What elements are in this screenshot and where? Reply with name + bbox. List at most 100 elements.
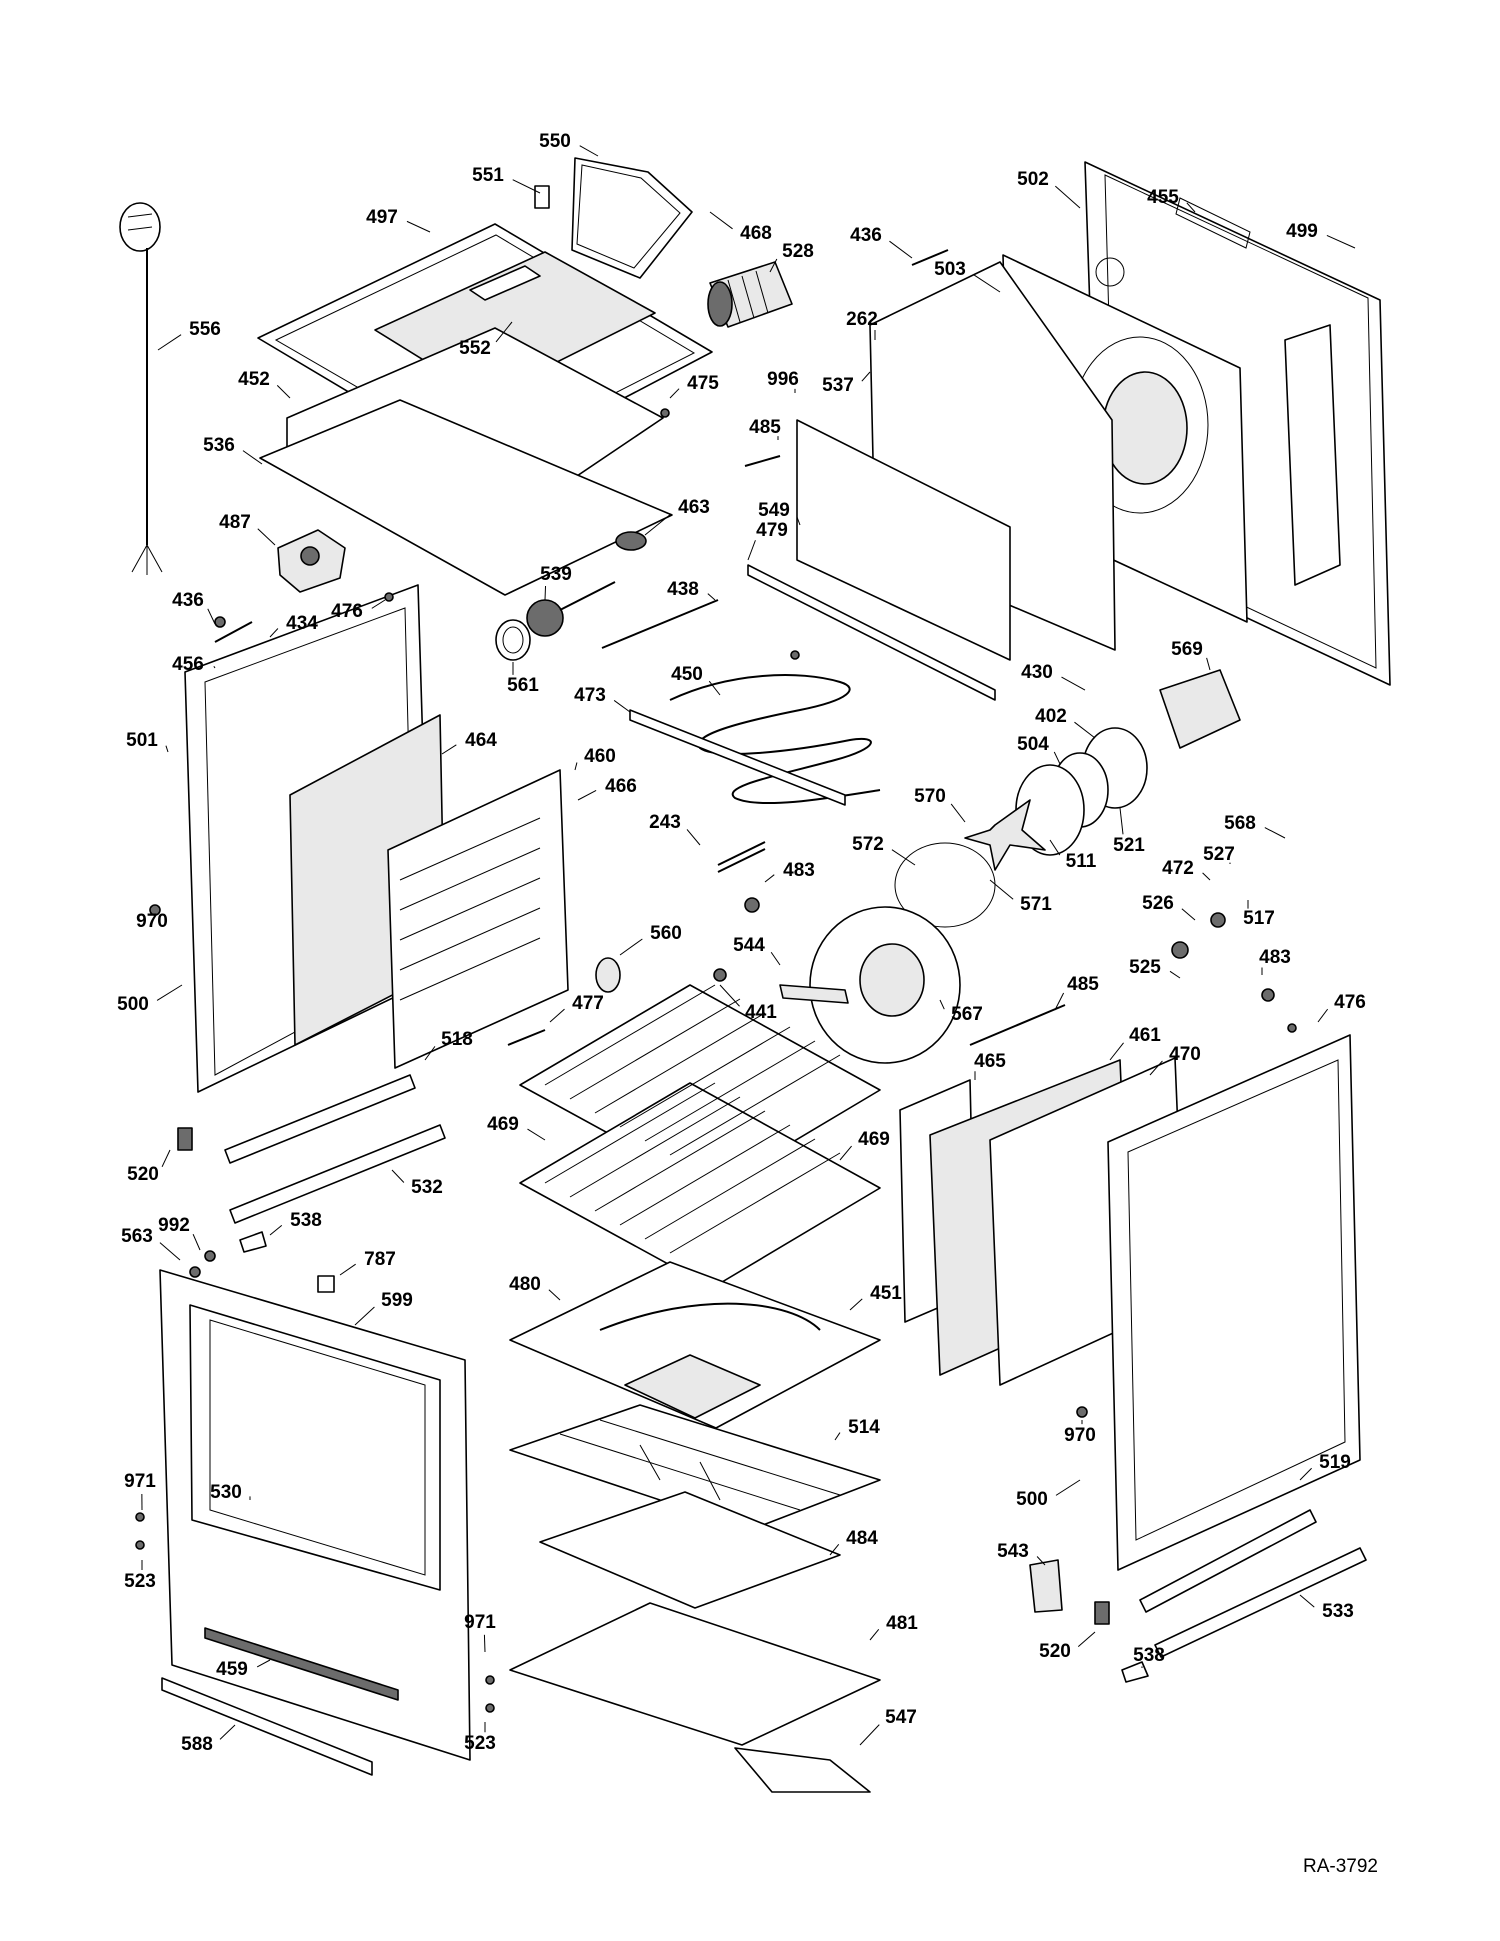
callout-fan-baffle: 567 [939, 999, 983, 1025]
callout-broiler-grid: 514 [834, 1417, 880, 1441]
callout-vent-clip: 551 [472, 165, 541, 194]
callout-fan-nut: 511 [1049, 839, 1097, 872]
part-number-cooling-fan-motor: 528 [782, 241, 814, 262]
callout-switch-lever: 517 [1243, 900, 1275, 929]
part-number-leg-pad-left: 538 [290, 1210, 322, 1231]
leader-line-hinge-clip-right [1317, 1008, 1329, 1023]
callout-screw-right-970: 970 [1064, 1420, 1096, 1446]
callout-drawer-slide-right: 519 [1299, 1452, 1351, 1481]
leader-line-back-panel-bracket [1186, 202, 1196, 213]
leader-line-kick-panel [219, 1724, 236, 1740]
bottom-tray-drawing [539, 1491, 841, 1609]
callout-screw-mount: 434 [269, 613, 318, 638]
part-number-screw-side: 456 [172, 654, 204, 675]
leader-line-leveling-leg-left [161, 1149, 171, 1168]
part-number-oven-rack-upper: 469 [487, 1114, 519, 1135]
callout-screw: 996 [767, 369, 799, 393]
part-number-fan-blade-plate: 402 [1035, 706, 1067, 727]
right-side-panel-drawing [1107, 1034, 1361, 1571]
leader-line-broiler-grid [834, 1432, 841, 1441]
callout-clip-523-lower: 523 [464, 1722, 496, 1754]
leader-line-bottom-tray [829, 1544, 840, 1556]
callout-clip-523-upper: 523 [124, 1560, 156, 1592]
front-frame-drawing [159, 1269, 471, 1761]
part-number-harness-bracket: 430 [1021, 662, 1053, 683]
leader-line-back-panel-left-side [1055, 185, 1081, 209]
leader-line-heat-deflector [747, 540, 756, 561]
part-number-clip-523-upper: 523 [124, 1571, 156, 1592]
part-number-rack-stop: 483 [783, 860, 815, 881]
callout-bake-element: 450 [671, 664, 721, 696]
callout-top-vent-trim: 550 [539, 131, 599, 157]
broiler-pan-drawing [509, 1261, 881, 1429]
leader-line-right-side-insulation [1149, 1060, 1163, 1076]
callout-door-gasket: 530 [210, 1482, 251, 1503]
part-number-switch-lever: 517 [1243, 908, 1275, 929]
callout-bottom-pan: 481 [869, 1613, 918, 1641]
leg-right-drawing [1094, 1601, 1110, 1625]
part-number-door-gasket: 530 [210, 1482, 242, 1503]
callout-leveling-leg-right: 520 [1039, 1631, 1096, 1662]
part-number-bottom-pan: 481 [886, 1613, 918, 1634]
rack-support-drawing [629, 709, 846, 806]
callout-back-wrapper: 549 [758, 500, 801, 526]
part-number-bottom-tray: 484 [846, 1528, 878, 1549]
leg-left-drawing [177, 1127, 193, 1151]
callout-side-panel-right: 500 [1016, 1479, 1081, 1510]
leader-line-vent-grate [770, 951, 781, 966]
leader-line-broiler-pan [548, 1289, 561, 1301]
leader-line-convection-fan-blade [950, 803, 966, 823]
callout-broiler-pan: 480 [509, 1274, 561, 1301]
callout-top-insulation-panel: 552 [459, 321, 513, 359]
callout-oven-rack-lower: 469 [839, 1129, 890, 1161]
leader-line-screw-mount [269, 628, 279, 638]
callout-harness-bracket: 430 [1021, 662, 1086, 691]
leader-line-drawer-slide-rail-right [1299, 1594, 1315, 1608]
part-number-motor-plate: 521 [1113, 835, 1145, 856]
part-number-insulation-block: 452 [238, 369, 270, 390]
leader-line-bracket-pair [709, 211, 733, 230]
part-number-insulation-blanket: 262 [846, 309, 878, 330]
leader-line-convection-element [686, 829, 701, 846]
leader-line-screw-992 [192, 1233, 201, 1251]
part-number-door-lock-motor: 487 [219, 512, 251, 533]
leader-line-switch-bracket [1202, 872, 1211, 881]
leader-line-terminal-block [1206, 657, 1211, 671]
callout-cooktop-main-top: 497 [366, 207, 431, 233]
vent-grate-drawing [779, 984, 849, 1004]
part-number-heat-deflector: 479 [756, 520, 788, 541]
callout-bracket-pair: 468 [709, 211, 772, 244]
leader-line-vent-strip [256, 1659, 271, 1668]
part-number-temperature-sensor: 438 [667, 579, 699, 600]
part-number-element-bracket: 571 [1020, 894, 1052, 915]
leader-line-fan-nut [1049, 839, 1061, 856]
part-number-back-panel-bracket: 455 [1147, 187, 1179, 208]
back-wrapper-drawing [796, 419, 1011, 661]
part-number-top-insulation-panel: 552 [459, 338, 491, 359]
callout-light-socket: 539 [540, 564, 572, 601]
part-number-drawer-slide-rail-left: 532 [411, 1177, 443, 1198]
fan-motor-drawing [707, 261, 793, 328]
callout-back-panel: 499 [1286, 221, 1356, 249]
callout-vent-grate: 544 [733, 935, 781, 966]
part-number-back-panel: 499 [1286, 221, 1318, 242]
callout-screw-side: 456 [172, 654, 216, 675]
leader-line-clip-971-lower [483, 1634, 486, 1653]
leader-line-light-socket [544, 585, 547, 601]
cap-drawing [615, 531, 647, 551]
part-number-bracket-pair: 468 [740, 223, 772, 244]
part-number-side-panel-liner: 466 [605, 776, 637, 797]
part-number-right-side-insulation: 470 [1169, 1044, 1201, 1065]
callout-convection-fan-blade: 570 [914, 786, 966, 823]
terminal-block-drawing [1159, 669, 1241, 749]
part-number-broil-element: 451 [870, 1283, 902, 1304]
fan-blade-drawing [964, 799, 1046, 871]
part-number-rack-support: 473 [574, 685, 606, 706]
callout-hinge-clip-right: 476 [1317, 992, 1366, 1023]
callout-element-bracket: 571 [989, 879, 1052, 915]
callout-bottom-tray: 484 [829, 1528, 878, 1556]
leader-line-bake-element [708, 680, 721, 696]
convection-element-drawing [717, 841, 766, 873]
